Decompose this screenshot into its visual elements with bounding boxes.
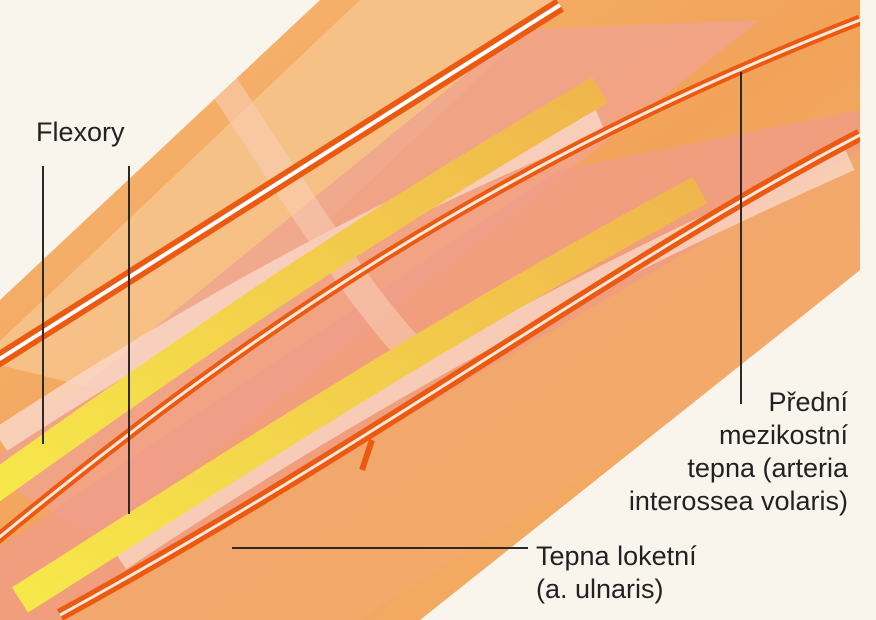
label-predni-line-4: interossea volaris) xyxy=(629,485,848,518)
label-predni-line-1: Přední xyxy=(629,386,848,419)
leader-flexory-left xyxy=(42,166,44,444)
leader-tepna-loketni xyxy=(232,547,528,549)
label-predni-mezikostni-tepna: Přední mezikostní tepna (arteria interos… xyxy=(629,386,848,518)
label-tepna-loketni: Tepna loketní (a. ulnaris) xyxy=(536,540,697,606)
leader-flexory-right xyxy=(128,166,130,514)
leader-predni-mezikostni xyxy=(740,72,742,404)
label-predni-line-3: tepna (arteria xyxy=(629,452,848,485)
label-tepna-line-1: Tepna loketní xyxy=(536,540,697,573)
label-predni-line-2: mezikostní xyxy=(629,419,848,452)
label-flexory: Flexory xyxy=(36,116,125,149)
label-tepna-line-2: (a. ulnaris) xyxy=(536,573,697,606)
